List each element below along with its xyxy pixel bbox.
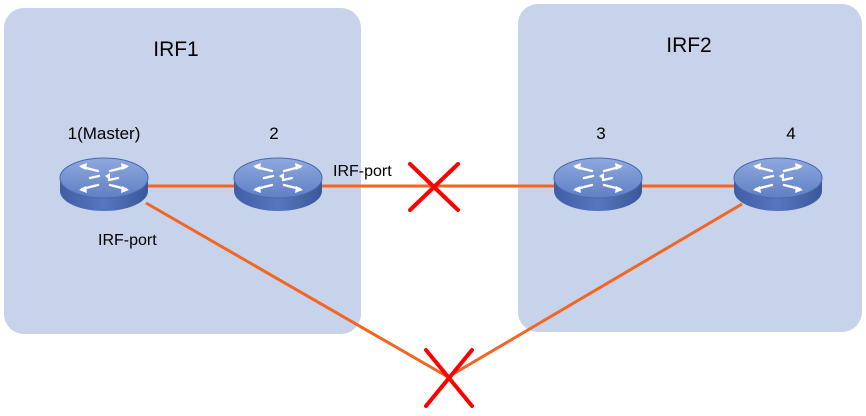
link-break-mark-icon <box>408 162 460 212</box>
device-3-label: 3 <box>596 124 605 143</box>
link-1-4-right <box>447 202 743 379</box>
irf2-title: IRF2 <box>666 34 712 57</box>
irf-port-label-2: IRF-port <box>333 163 392 180</box>
device-4-label: 4 <box>786 124 795 143</box>
link-break-mark-icon <box>424 348 474 408</box>
irf2-domain-panel <box>518 4 862 332</box>
irf1-title: IRF1 <box>153 38 199 61</box>
link-1-4-left <box>145 201 449 379</box>
device-2-label: 2 <box>269 124 278 143</box>
switch-icon <box>232 156 324 213</box>
irf1-domain-panel <box>4 8 361 334</box>
switch-icon <box>58 156 150 213</box>
switch-icon <box>552 156 644 213</box>
irf-port-label-1: IRF-port <box>98 232 157 249</box>
device-1-label: 1(Master) <box>68 124 141 143</box>
switch-icon <box>732 156 824 213</box>
